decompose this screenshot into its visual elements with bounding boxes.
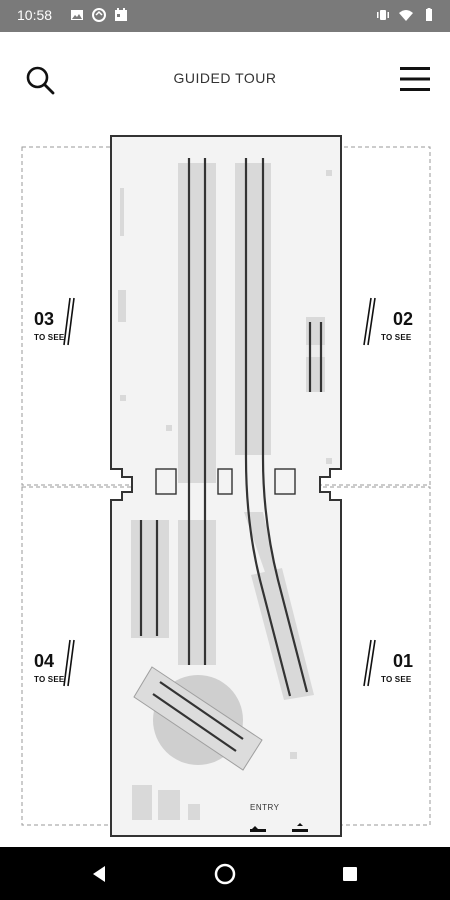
app-header: GUIDED TOUR bbox=[0, 32, 450, 127]
zone-04-slash bbox=[63, 639, 71, 687]
zone-03-label[interactable]: 03 TO SEE bbox=[34, 309, 65, 342]
zone-01-label[interactable]: 01 TO SEE bbox=[381, 651, 414, 684]
back-icon[interactable] bbox=[87, 861, 113, 887]
floor-map: 03 TO SEE 02 TO SEE 04 TO SEE 01 TO SEE … bbox=[0, 127, 450, 847]
status-time: 10:58 bbox=[17, 7, 53, 23]
status-bar: 10:58 bbox=[0, 0, 450, 32]
search-icon[interactable] bbox=[24, 64, 56, 96]
wifi-icon bbox=[399, 10, 413, 21]
calendar-icon bbox=[115, 8, 127, 21]
zone-02-label[interactable]: 02 TO SEE bbox=[381, 309, 414, 342]
entry-marker-right bbox=[292, 829, 308, 832]
recents-icon[interactable] bbox=[337, 861, 363, 887]
entry-marker-left bbox=[250, 829, 266, 832]
sync-icon bbox=[92, 8, 106, 22]
zone-04-label[interactable]: 04 TO SEE bbox=[34, 651, 65, 684]
hamburger-menu-icon[interactable] bbox=[400, 65, 430, 93]
battery-icon bbox=[426, 8, 432, 21]
floor-plan bbox=[21, 135, 431, 837]
zone-03-slash bbox=[63, 297, 71, 346]
vibrate-icon bbox=[377, 10, 389, 20]
image-icon bbox=[71, 10, 83, 20]
system-nav-bar bbox=[0, 847, 450, 900]
home-icon[interactable] bbox=[212, 861, 238, 887]
page-title: GUIDED TOUR bbox=[173, 70, 277, 86]
zone-01-slash bbox=[363, 639, 372, 687]
zone-02-slash bbox=[363, 297, 372, 346]
entry-label: ENTRY bbox=[250, 803, 280, 812]
